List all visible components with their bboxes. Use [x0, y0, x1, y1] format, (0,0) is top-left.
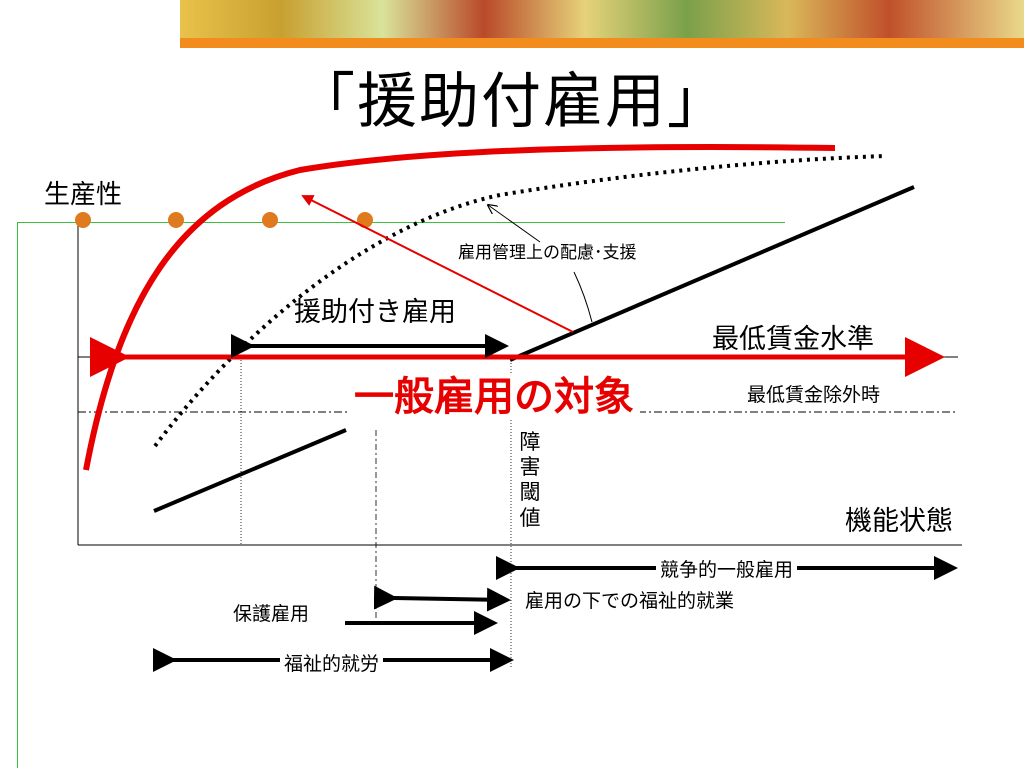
header-banner-image	[180, 0, 1024, 38]
welfare-labor-label: 福祉的就労	[280, 653, 384, 676]
welfare-work-arrow	[373, 585, 511, 612]
marker-dot	[168, 212, 184, 228]
header-accent-bar	[180, 38, 1024, 48]
supported-productivity-curve	[153, 154, 887, 448]
general-employment-label: 一般雇用の対象	[348, 374, 640, 420]
sheltered-employment-label: 保護雇用	[233, 603, 310, 625]
minimum-wage-exempt-label: 最低賃金除外時	[744, 384, 884, 407]
minimum-wage-label: 最低賃金水準	[712, 324, 874, 355]
productivity-line-upper	[509, 185, 915, 362]
marker-dot	[262, 212, 278, 228]
support-pointer-line	[488, 205, 541, 243]
competitive-employment-label: 競争的一般雇用	[656, 559, 798, 582]
x-axis-label: 機能状態	[845, 506, 953, 537]
slide-title: 「援助付雇用」	[295, 67, 729, 137]
support-callout-arrow	[301, 195, 574, 333]
support-label: 雇用管理上の配慮･支援	[458, 243, 637, 263]
axes	[77, 222, 962, 546]
welfare-work-label: 雇用の下での福祉的就業	[525, 590, 735, 612]
slide-top-rule	[17, 222, 785, 223]
productivity-line-lower	[153, 428, 347, 513]
marker-dot	[75, 212, 91, 228]
slide-left-rule	[17, 222, 18, 768]
assisted-employment-label: 援助付き雇用	[294, 297, 456, 328]
disability-threshold-label: 障害閾値	[519, 430, 541, 530]
marker-dot	[357, 212, 373, 228]
productivity-with-support-curve	[83, 144, 836, 471]
y-axis-label: 生産性	[44, 180, 123, 210]
support-label-leader	[573, 271, 593, 323]
